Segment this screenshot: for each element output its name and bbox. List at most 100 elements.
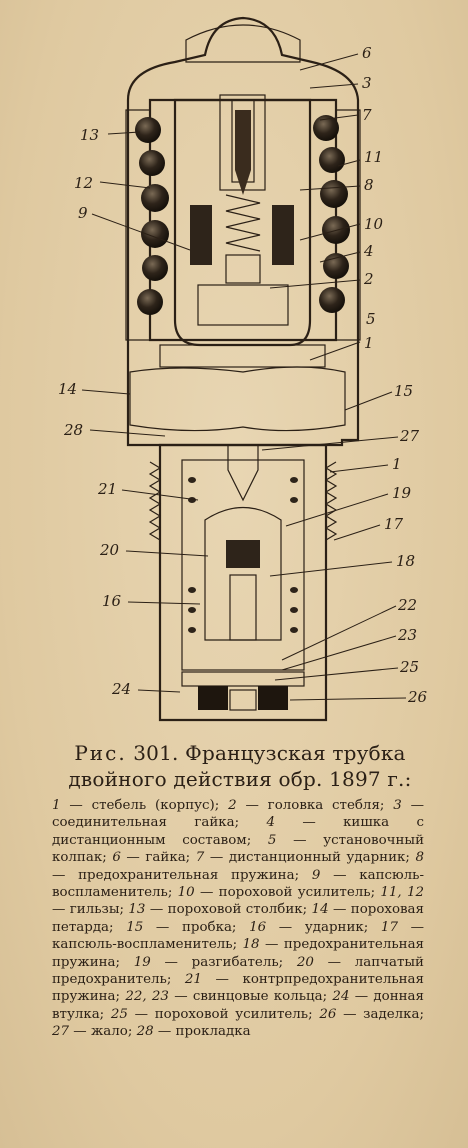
label-14: 14 (58, 380, 77, 398)
legend-number: 20 (296, 954, 314, 970)
label-12: 12 (74, 174, 93, 192)
legend-entry: 22, 23 — свинцовые кольца; (125, 989, 332, 1004)
legend-text: — соединительная гайка; (52, 798, 424, 831)
legend-number: 21 (184, 972, 202, 988)
legend-entry: 27 — жало; (52, 1024, 137, 1039)
legend-text: — гайка; (120, 850, 196, 866)
legend-text: — предохранительная пружина; (52, 937, 424, 970)
caption-text: Французская трубка двойного действия обр… (68, 741, 412, 791)
label-20: 20 (99, 541, 120, 559)
legend-number: 15 (126, 919, 144, 935)
legend-entry: 8 — предохранительная пружина; (52, 850, 424, 882)
legend-number: 25 (110, 1006, 128, 1022)
legend-entry: 26 — заделка; (319, 1007, 424, 1022)
legend-text: — кишка с дистанционным составом; (52, 815, 424, 848)
legend-text: — жало; (69, 1024, 137, 1040)
label-3: 3 (362, 74, 372, 92)
label-25: 25 (399, 658, 419, 676)
label-9: 9 (78, 204, 88, 222)
caption-number: 301. (133, 741, 179, 765)
legend-entry: 17 — капсюль-воспламенитель; (52, 920, 424, 952)
label-15: 15 (394, 382, 413, 400)
label-18: 18 (396, 552, 415, 570)
label-26: 26 (407, 688, 428, 706)
legend-number: 24 (332, 989, 350, 1005)
label-10: 10 (364, 215, 384, 233)
label-16: 16 (102, 592, 122, 610)
label-7: 7 (362, 106, 372, 124)
legend-entry: 25 — пороховой усилитель; (111, 1007, 319, 1022)
legend-text: — стебель (корпус); (60, 798, 229, 813)
part-labels: 6 3 7 13 11 12 8 9 10 4 2 5 1 14 15 28 2… (58, 44, 428, 706)
legend-entry: 24 — донная втулка; (52, 989, 424, 1021)
legend-text: — заделка; (336, 1006, 424, 1022)
legend-number: 16 (249, 919, 267, 935)
inner-mechanism (159, 94, 326, 368)
legend-entry: 20 — лапчатый предохранитель; (52, 955, 424, 987)
fuze-cross-section-diagram: 6 3 7 13 11 12 8 9 10 4 2 5 1 14 15 28 2… (58, 16, 428, 722)
legend-number: 18 (242, 937, 260, 953)
label-28: 28 (63, 421, 83, 439)
figure-caption: Рис. 301. Французская трубка двойного де… (40, 740, 440, 792)
legend-number: 26 (319, 1006, 337, 1022)
legend-entry: 19 — разгибатель; (134, 955, 297, 970)
legend-number: 19 (133, 954, 151, 970)
legend-entry: 15 — пробка; (126, 920, 249, 935)
legend-entry: 10 — пороховой усилитель; (178, 885, 381, 900)
legend-text: — гильзы; (52, 902, 129, 918)
legend-text: — пороховой усилитель; (194, 885, 381, 901)
legend-number: 13 (128, 902, 146, 918)
legend-number: 4 (266, 815, 275, 831)
legend-number: 22, 23 (125, 989, 169, 1005)
label-2: 2 (363, 270, 374, 288)
legend-entry: 28 — прокладка (137, 1024, 251, 1039)
legend-text: — пороховой усилитель; (127, 1006, 320, 1022)
label-5: 5 (366, 310, 376, 328)
legend-entry: 13 — пороховой столбик; (128, 902, 311, 917)
caption-prefix: Рис. (74, 741, 127, 765)
legend-text: — контрпредохранительная пружина; (52, 972, 424, 1005)
legend-number: 5 (267, 832, 277, 848)
legend-entry: 21 — контрпредохранительная пружина; (52, 972, 424, 1004)
legend-number: 7 (195, 850, 205, 866)
legend-text: — лапчатый предохранитель; (52, 954, 424, 988)
label-17: 17 (384, 515, 404, 533)
label-22: 22 (397, 596, 417, 614)
legend-number: 11, 12 (380, 885, 424, 901)
legend-text: — прокладка (153, 1024, 251, 1040)
label-4: 4 (363, 242, 374, 260)
legend-number: 1 (52, 798, 61, 813)
legend-entry: 1 — стебель (корпус); (52, 798, 228, 813)
label-11: 11 (364, 148, 383, 166)
legend-text: — разгибатель; (150, 954, 297, 970)
label-23: 23 (397, 626, 417, 644)
legend-number: 6 (112, 850, 121, 866)
legend-entry: 5 — установочный колпак; (52, 833, 424, 865)
legend-entry: 16 — ударник; (249, 920, 381, 935)
legend-entry: 18 — предохранительная пружина; (52, 937, 424, 969)
legend-number: 10 (177, 885, 195, 901)
legend-text: — пороховой столбик; (145, 902, 312, 918)
label-19: 19 (392, 484, 412, 502)
legend-list: 1 — стебель (корпус); 2 — головка стебля… (52, 797, 424, 1041)
legend-entry: 2 — головка стебля; (228, 798, 393, 813)
legend-text: — пробка; (143, 919, 250, 935)
label-8: 8 (364, 176, 374, 194)
legend-entry: 4 — кишка с дистанционным составом; (52, 815, 424, 847)
legend-entry: 14 — пороховая петарда; (52, 902, 424, 934)
label-27: 27 (399, 427, 420, 445)
legend-number: 28 (136, 1024, 154, 1040)
legend-text: — ударник; (266, 919, 381, 935)
legend-entry: 9 — капсюль-воспламенитель; (52, 868, 424, 900)
legend-text: — предохранительная пружина; (52, 867, 312, 883)
label-21: 21 (97, 480, 117, 498)
legend-number: 9 (311, 867, 321, 883)
label-6: 6 (362, 44, 372, 62)
legend-text: — капсюль-воспламенитель; (52, 919, 425, 953)
legend-entry: 7 — дистанционный ударник; (196, 850, 416, 865)
legend-text: — установочный колпак; (52, 832, 424, 866)
label-1-lower: 1 (392, 455, 402, 473)
legend-text: — донная втулка; (52, 989, 424, 1022)
legend-entry: 11, 12 — гильзы; (52, 885, 424, 917)
